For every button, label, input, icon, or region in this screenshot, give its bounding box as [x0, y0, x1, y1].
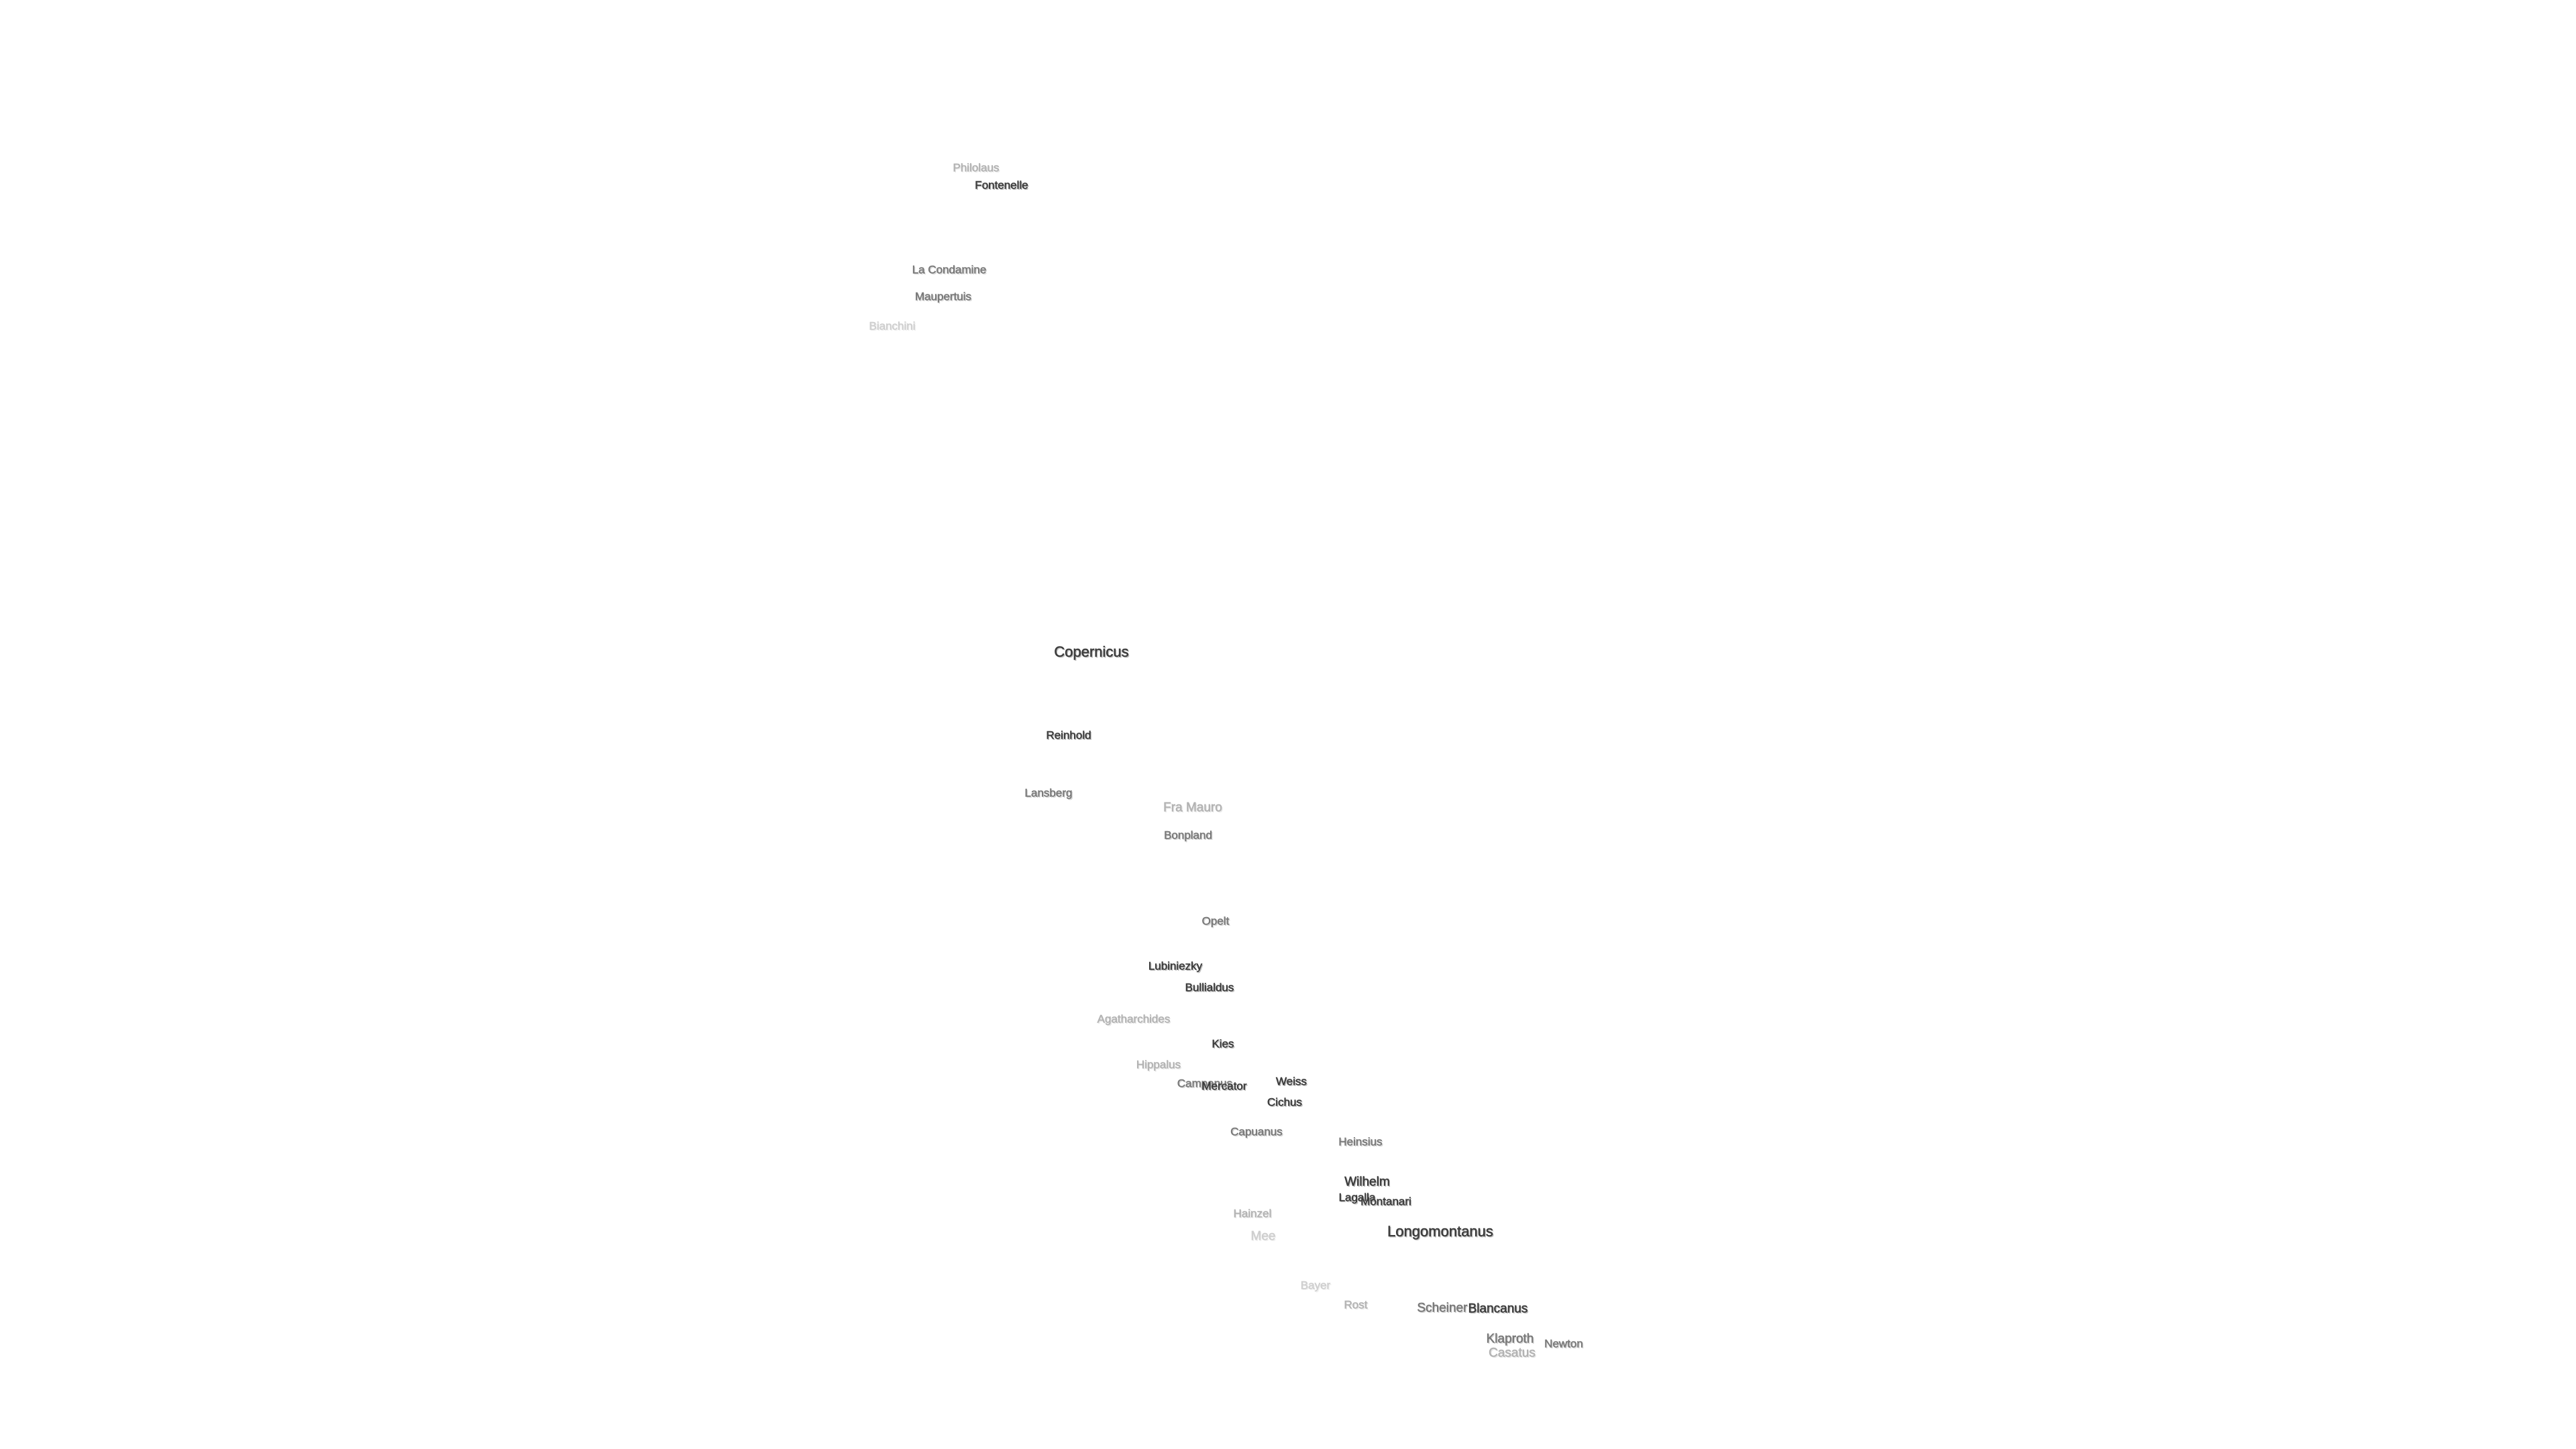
crater-label-mercator: Mercator	[1201, 1079, 1247, 1093]
crater-label-lubiniezky: Lubiniezky	[1148, 959, 1203, 973]
crater-label-campanus: Campanus	[1177, 1077, 1233, 1090]
crater-label-copernicus: Copernicus	[1054, 643, 1129, 660]
crater-label-hainzel: Hainzel	[1233, 1207, 1272, 1220]
crater-label-bonpland: Bonpland	[1164, 828, 1212, 842]
crater-label-blancanus: Blancanus	[1468, 1301, 1528, 1316]
crater-label-maupertuis: Maupertuis	[914, 290, 972, 303]
crater-label-kies: Kies	[1212, 1037, 1234, 1051]
crater-label-bullialdus: Bullialdus	[1185, 981, 1234, 994]
crater-label-klaproth: Klaproth	[1486, 1332, 1534, 1346]
crater-label-casatus: Casatus	[1489, 1346, 1536, 1360]
crater-label-lagalla: Lagalla	[1338, 1191, 1376, 1204]
crater-label-capuanus: Capuanus	[1230, 1125, 1283, 1138]
crater-label-bianchini: Bianchini	[869, 319, 916, 333]
crater-label-wilhelm: Wilhelm	[1344, 1175, 1390, 1189]
crater-label-weiss: Weiss	[1276, 1075, 1307, 1088]
crater-label-heinsius: Heinsius	[1338, 1135, 1383, 1148]
crater-label-montanari: Montanari	[1360, 1195, 1411, 1208]
crater-label-fontenelle: Fontenelle	[975, 178, 1028, 192]
crater-label-newton: Newton	[1544, 1337, 1583, 1350]
crater-label-agatharchides: Agatharchides	[1097, 1012, 1171, 1026]
crater-label-rost: Rost	[1344, 1298, 1368, 1311]
crater-label-opelt: Opelt	[1201, 914, 1230, 928]
crater-label-lansberg: Lansberg	[1024, 786, 1073, 800]
crater-label-fra-mauro: Fra Mauro	[1163, 800, 1222, 815]
crater-label-reinhold: Reinhold	[1046, 729, 1091, 742]
crater-label-longomontanus: Longomontanus	[1387, 1223, 1493, 1240]
crater-label-scheiner: Scheiner	[1417, 1301, 1468, 1316]
crater-label-la-condamine: La Condamine	[912, 263, 987, 276]
crater-label-cichus: Cichus	[1267, 1095, 1303, 1109]
crater-label-mee: Mee	[1250, 1229, 1276, 1244]
crater-label-hippalus: Hippalus	[1136, 1058, 1181, 1071]
crater-label-bayer: Bayer	[1300, 1279, 1331, 1292]
crater-label-philolaus: Philolaus	[953, 161, 1000, 174]
